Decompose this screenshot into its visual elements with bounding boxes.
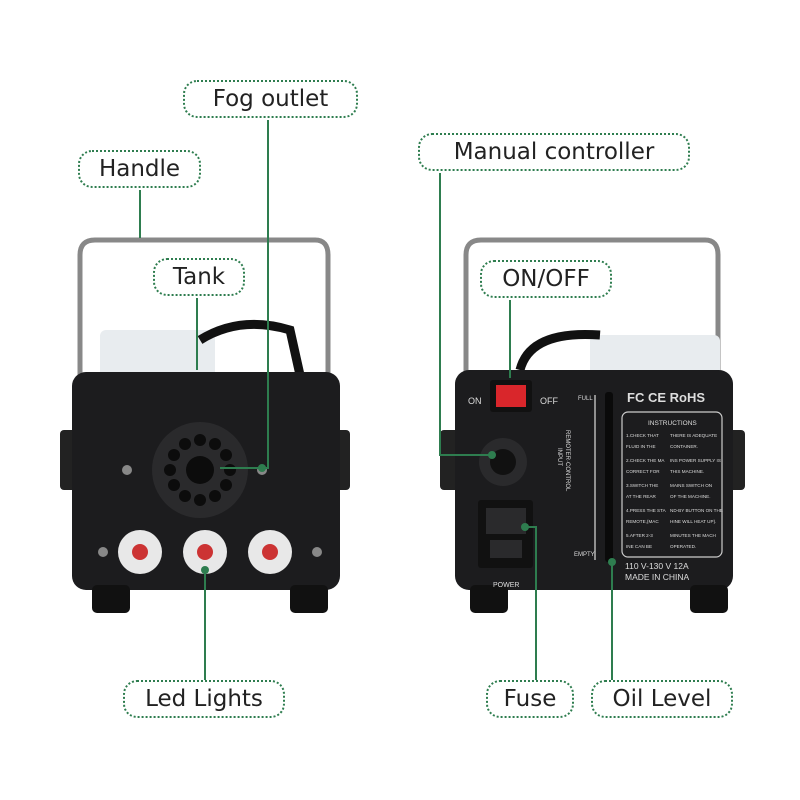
callout-led-lights: Led Lights [123, 680, 285, 718]
instruction-text: 3.SWITCH THE [626, 483, 658, 488]
svg-text:EMPTY: EMPTY [574, 552, 595, 558]
svg-text:110 V-130 V 12A: 110 V-130 V 12A [625, 561, 689, 571]
instruction-text: CONTAINER. [670, 444, 698, 449]
callout-oil-level: Oil Level [591, 680, 733, 718]
callout-on-off: ON/OFF [480, 260, 612, 298]
rear-panel-text: ON OFF FULL EMPTY FC CE RoHS INSTRUCTION… [468, 390, 723, 589]
instruction-text: HINE WILL HEAT UP). [670, 519, 716, 524]
instruction-text: FLUID IN THE [626, 444, 656, 449]
instruction-text: INS POWER SUPPLY IS [670, 458, 721, 463]
callout-fog-outlet: Fog outlet [183, 80, 358, 118]
instruction-text: REMOTE,(MAC [626, 519, 659, 524]
instruction-text: ND-BY BUTTON ON THE [670, 508, 723, 513]
instruction-text: THERE IS ADEQUATE [670, 433, 717, 438]
svg-text:MADE IN CHINA: MADE IN CHINA [625, 572, 690, 582]
svg-text:FULL: FULL [578, 396, 593, 402]
svg-text:REMOTER·CONTROL: REMOTER·CONTROL [564, 430, 570, 492]
rear-machine [440, 237, 745, 613]
instruction-text: 4.PRESS THE STA [626, 508, 667, 513]
callout-tank: Tank [153, 258, 245, 296]
instruction-text: OPERATED. [670, 544, 696, 549]
callout-lines [139, 120, 613, 680]
front-tank [100, 330, 215, 380]
instruction-text: INE CAN BE [626, 544, 652, 549]
callout-handle: Handle [78, 150, 201, 188]
instruction-text: MINUTES THE MACH [670, 533, 716, 538]
svg-text:ON: ON [468, 396, 482, 406]
instruction-text: MAINS SWITCH ON [670, 483, 712, 488]
svg-text:OFF: OFF [540, 396, 558, 406]
front-machine [60, 237, 350, 613]
instruction-text: CORRECT FOR [626, 469, 660, 474]
instruction-text: 2.CHECK THE MA [626, 458, 665, 463]
instruction-text: 1.CHECK THAT [626, 433, 659, 438]
led-lights [118, 530, 292, 574]
callout-fuse: Fuse [486, 680, 574, 718]
svg-text:INPUT: INPUT [556, 448, 562, 466]
callout-manual-controller: Manual controller [418, 133, 690, 171]
svg-text:INSTRUCTIONS: INSTRUCTIONS [648, 420, 697, 427]
instruction-text: 5.AFTER 2-3 [626, 533, 653, 538]
instruction-text: OF THE MACHINE. [670, 494, 711, 499]
instruction-text: AT THE REAR [626, 494, 657, 499]
power-switch [496, 385, 526, 407]
oil-level-window [605, 392, 613, 562]
svg-text:FC CE RoHS: FC CE RoHS [627, 390, 705, 405]
instruction-text: THIS MACHINE. [670, 469, 704, 474]
front-handle [77, 237, 331, 375]
svg-text:POWER: POWER [493, 582, 519, 589]
